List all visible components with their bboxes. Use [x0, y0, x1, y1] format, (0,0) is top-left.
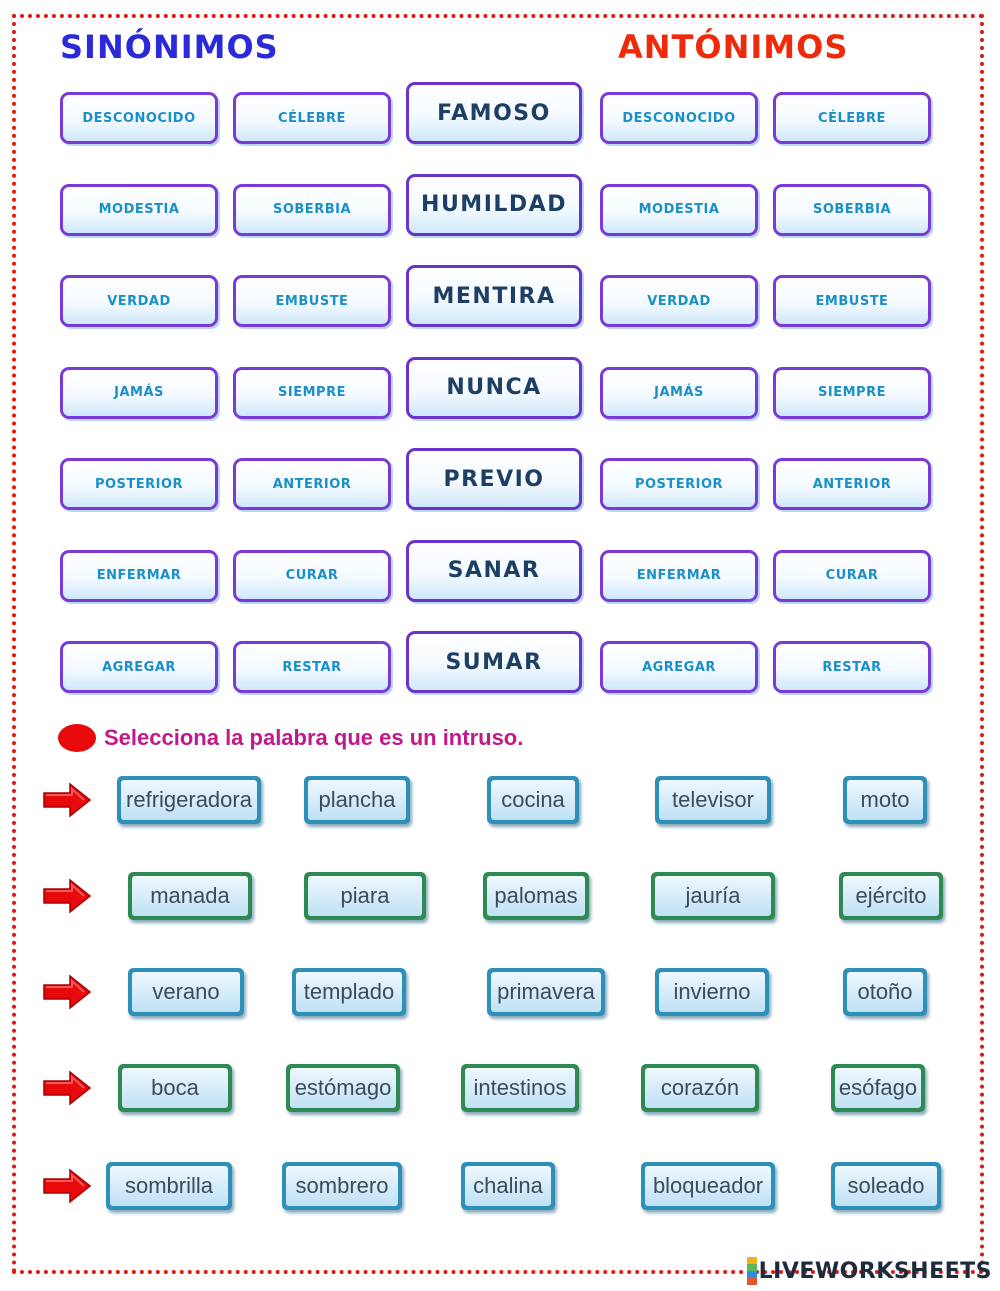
- intruder-option-label: verano: [132, 972, 240, 1012]
- base-word: NUNCA: [406, 356, 582, 419]
- intruder-option[interactable]: chalina: [461, 1162, 555, 1210]
- red-dot-icon: [58, 724, 96, 752]
- red-arrow-icon: [40, 1166, 92, 1206]
- synonym-option[interactable]: SIEMPRE: [233, 366, 391, 419]
- synonym-option[interactable]: JAMÁS: [60, 366, 218, 419]
- intruder-option-label: refrigeradora: [121, 780, 257, 820]
- synonym-option[interactable]: AGREGAR: [60, 641, 218, 693]
- intruder-option[interactable]: sombrilla: [106, 1162, 232, 1210]
- dotted-page-border: [12, 14, 984, 1274]
- intruder-option[interactable]: bloqueador: [641, 1162, 775, 1210]
- base-word: MENTIRA: [406, 265, 582, 327]
- intruder-option-label: corazón: [645, 1068, 755, 1108]
- intruder-option[interactable]: jauría: [651, 872, 775, 920]
- liveworksheets-logo-icon: [746, 1257, 757, 1285]
- synonym-option[interactable]: EMBUSTE: [233, 275, 391, 327]
- base-word: PREVIO: [406, 448, 582, 510]
- synonyms-heading: SINÓNIMOS: [60, 28, 279, 66]
- red-arrow-icon: [40, 876, 92, 916]
- synonym-option[interactable]: CURAR: [233, 549, 391, 602]
- intruder-option-label: plancha: [308, 780, 406, 820]
- antonym-option[interactable]: EMBUSTE: [773, 275, 931, 327]
- intruder-option[interactable]: estómago: [286, 1064, 400, 1112]
- intruder-option[interactable]: corazón: [641, 1064, 759, 1112]
- liveworksheets-brand: LIVEWORKSHEETS: [746, 1257, 992, 1285]
- intruder-option-label: sombrilla: [110, 1166, 228, 1206]
- intruder-option-label: ejército: [843, 876, 939, 916]
- intruder-option[interactable]: plancha: [304, 776, 410, 824]
- intruder-option[interactable]: primavera: [487, 968, 605, 1016]
- intruder-option[interactable]: televisor: [655, 776, 771, 824]
- synonym-option[interactable]: VERDAD: [60, 275, 218, 327]
- antonym-option[interactable]: ANTERIOR: [773, 458, 931, 510]
- intruder-option-label: soleado: [835, 1166, 937, 1206]
- base-word: FAMOSO: [406, 82, 582, 144]
- antonym-option[interactable]: AGREGAR: [600, 641, 758, 693]
- intruder-option[interactable]: verano: [128, 968, 244, 1016]
- intruder-option[interactable]: piara: [304, 872, 426, 920]
- antonym-option[interactable]: ENFERMAR: [600, 549, 758, 602]
- intruder-option[interactable]: templado: [292, 968, 406, 1016]
- red-arrow-icon: [40, 1068, 92, 1108]
- synonym-option[interactable]: ENFERMAR: [60, 549, 218, 602]
- intruder-option-label: primavera: [491, 972, 601, 1012]
- intruder-option[interactable]: cocina: [487, 776, 579, 824]
- intruder-option-label: cocina: [491, 780, 575, 820]
- intruder-option[interactable]: sombrero: [282, 1162, 402, 1210]
- base-word: HUMILDAD: [406, 173, 582, 236]
- intruder-option-label: piara: [308, 876, 422, 916]
- intruder-option-label: televisor: [659, 780, 767, 820]
- intruder-option[interactable]: palomas: [483, 872, 589, 920]
- synonym-option[interactable]: ANTERIOR: [233, 458, 391, 510]
- base-word: SUMAR: [406, 631, 582, 693]
- intruder-option[interactable]: ejército: [839, 872, 943, 920]
- instruction-text: Selecciona la palabra que es un intruso.: [104, 725, 524, 750]
- instruction: Selecciona la palabra que es un intruso.: [58, 724, 523, 752]
- intruder-option-label: jauría: [655, 876, 771, 916]
- intruder-option-label: estómago: [290, 1068, 396, 1108]
- intruder-option-label: invierno: [659, 972, 765, 1012]
- synonym-option[interactable]: POSTERIOR: [60, 458, 218, 510]
- intruder-option[interactable]: manada: [128, 872, 252, 920]
- synonym-option[interactable]: RESTAR: [233, 641, 391, 693]
- red-arrow-icon: [40, 780, 92, 820]
- base-word: SANAR: [406, 539, 582, 602]
- intruder-option-label: chalina: [465, 1166, 551, 1206]
- antonym-option[interactable]: POSTERIOR: [600, 458, 758, 510]
- antonym-option[interactable]: SOBERBIA: [773, 183, 931, 236]
- antonyms-heading: ANTÓNIMOS: [618, 28, 849, 66]
- antonym-option[interactable]: JAMÁS: [600, 366, 758, 419]
- intruder-option-label: manada: [132, 876, 248, 916]
- intruder-option-label: bloqueador: [645, 1166, 771, 1206]
- intruder-option[interactable]: boca: [118, 1064, 232, 1112]
- intruder-option-label: moto: [847, 780, 923, 820]
- antonym-option[interactable]: SIEMPRE: [773, 366, 931, 419]
- intruder-option[interactable]: refrigeradora: [117, 776, 261, 824]
- intruder-option-label: templado: [296, 972, 402, 1012]
- synonym-option[interactable]: CÉLEBRE: [233, 92, 391, 144]
- antonym-option[interactable]: VERDAD: [600, 275, 758, 327]
- intruder-option[interactable]: moto: [843, 776, 927, 824]
- antonym-option[interactable]: CURAR: [773, 549, 931, 602]
- intruder-option[interactable]: soleado: [831, 1162, 941, 1210]
- intruder-option-label: sombrero: [286, 1166, 398, 1206]
- brand-name: LIVEWORKSHEETS: [758, 1258, 992, 1284]
- intruder-option[interactable]: intestinos: [461, 1064, 579, 1112]
- intruder-option[interactable]: otoño: [843, 968, 927, 1016]
- intruder-option-label: esófago: [835, 1068, 921, 1108]
- intruder-option-label: boca: [122, 1068, 228, 1108]
- antonym-option[interactable]: RESTAR: [773, 641, 931, 693]
- intruder-option[interactable]: invierno: [655, 968, 769, 1016]
- intruder-option-label: otoño: [847, 972, 923, 1012]
- synonym-option[interactable]: MODESTIA: [60, 183, 218, 236]
- red-arrow-icon: [40, 972, 92, 1012]
- antonym-option[interactable]: DESCONOCIDO: [600, 92, 758, 144]
- intruder-option-label: palomas: [487, 876, 585, 916]
- synonym-option[interactable]: DESCONOCIDO: [60, 92, 218, 144]
- antonym-option[interactable]: MODESTIA: [600, 183, 758, 236]
- synonym-option[interactable]: SOBERBIA: [233, 183, 391, 236]
- intruder-option-label: intestinos: [465, 1068, 575, 1108]
- intruder-option[interactable]: esófago: [831, 1064, 925, 1112]
- antonym-option[interactable]: CÉLEBRE: [773, 92, 931, 144]
